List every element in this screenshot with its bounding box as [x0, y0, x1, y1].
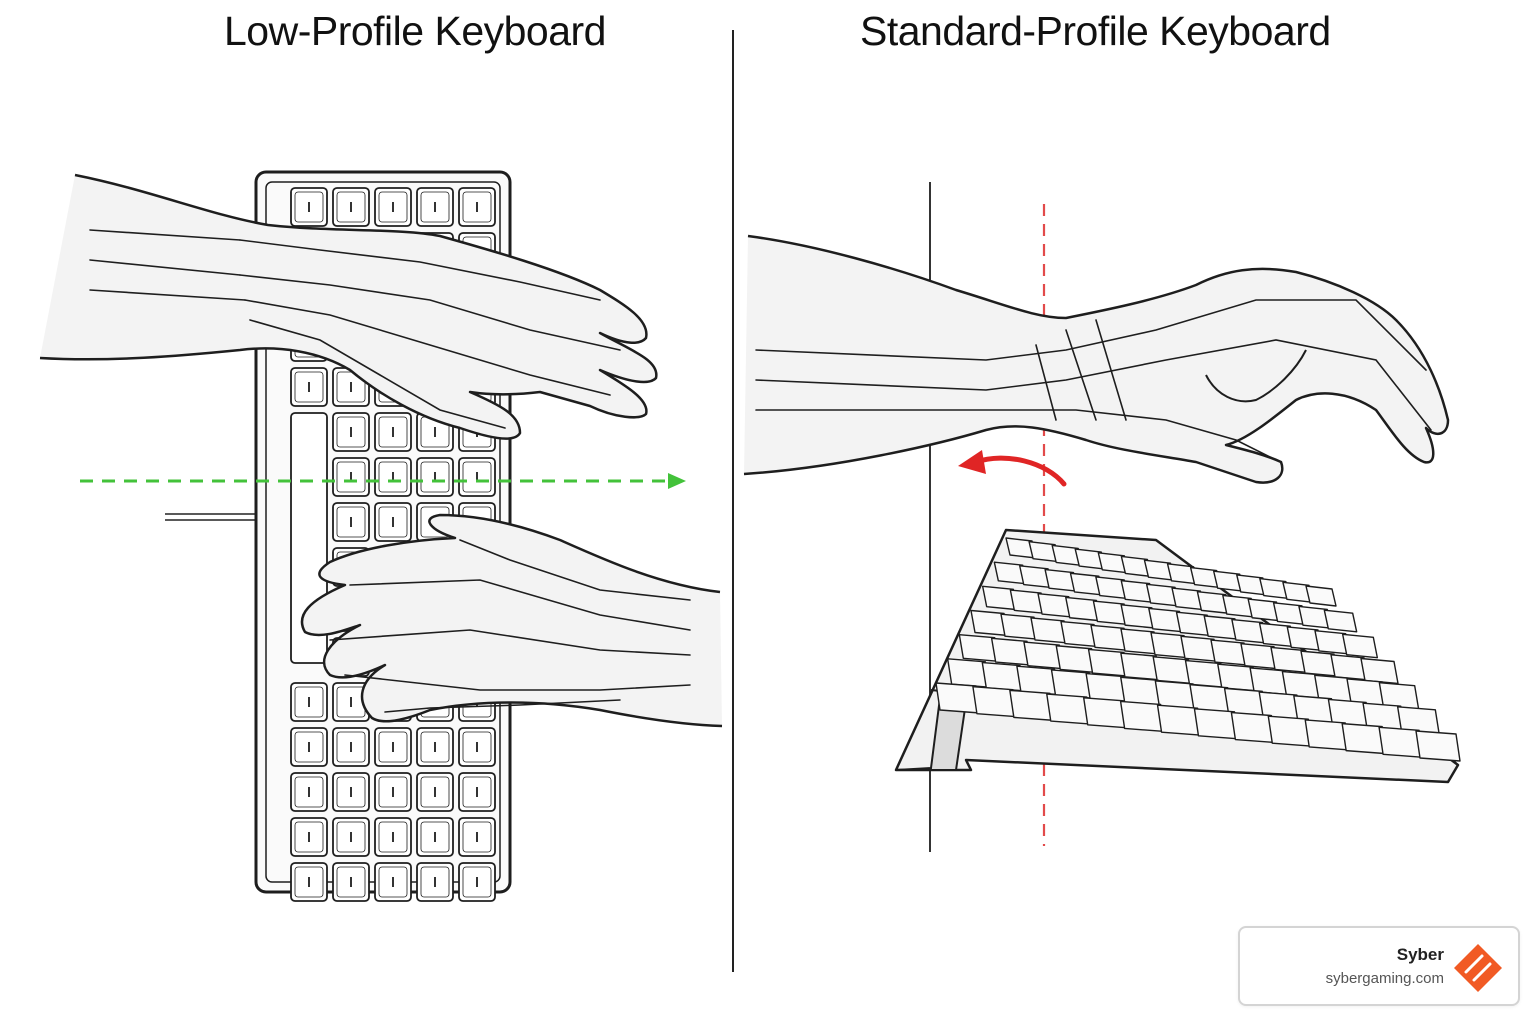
brand-name: Syber — [1396, 945, 1444, 964]
cable — [165, 513, 258, 521]
keycap — [1415, 730, 1461, 762]
extended-hand — [743, 234, 1450, 484]
keycap — [1305, 585, 1337, 607]
bone-line — [239, 274, 621, 351]
syber-logo-icon — [1454, 944, 1502, 992]
curved-arrow-left — [958, 450, 1067, 487]
brand-badge[interactable]: Syber sybergaming.com — [1238, 926, 1520, 1006]
keycap — [1341, 633, 1379, 659]
bone-line — [349, 579, 691, 631]
panel-divider — [732, 30, 734, 972]
bone-line — [89, 229, 246, 301]
bone-line — [459, 539, 691, 601]
bone-line — [384, 699, 621, 713]
bone-line — [249, 319, 506, 429]
bone-line — [755, 409, 1277, 461]
bone-line — [344, 674, 691, 691]
hand-bones — [329, 539, 691, 713]
hand-bones — [755, 299, 1432, 461]
low-profile-illustration — [39, 170, 723, 902]
keycap — [1323, 609, 1358, 633]
bone-line — [244, 299, 611, 396]
bone-line — [755, 299, 1427, 371]
upper-hand — [39, 173, 658, 440]
standard-profile-illustration — [743, 182, 1461, 852]
bone-line — [239, 239, 601, 301]
horizontal-dashed-arrow — [80, 473, 686, 489]
lower-hand — [300, 513, 723, 728]
brand-url: sybergaming.com — [1325, 970, 1444, 987]
hand-bones — [89, 229, 621, 429]
standard-keyboard — [894, 528, 1461, 784]
bone-line — [329, 629, 691, 656]
low-profile-title: Low-Profile Keyboard — [224, 8, 606, 54]
keycap — [1360, 657, 1399, 685]
standard-profile-title: Standard-Profile Keyboard — [860, 8, 1331, 54]
keycap-grid — [935, 537, 1461, 762]
bone-line — [755, 339, 1432, 431]
bone-line — [1035, 319, 1127, 421]
